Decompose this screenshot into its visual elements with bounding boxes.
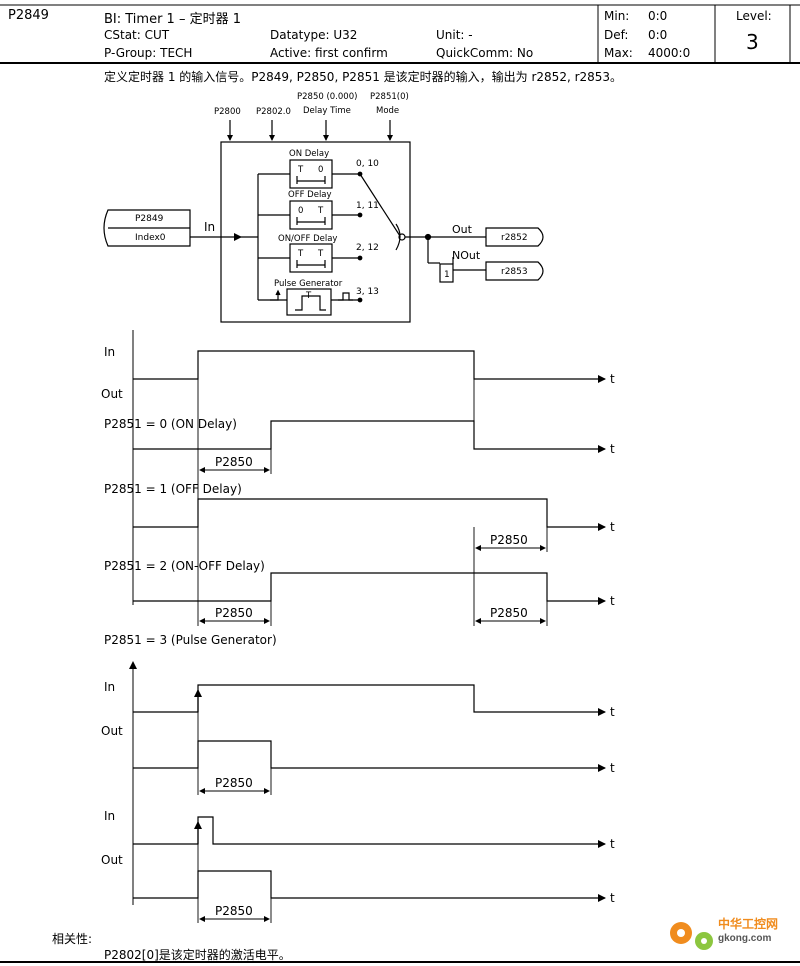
- mode1-out-signal: [133, 498, 560, 528]
- parameter-number: P2849: [8, 8, 49, 23]
- datatype: Datatype: U32: [270, 28, 358, 42]
- max-label: Max:: [604, 46, 633, 60]
- out-label: Out: [452, 223, 473, 236]
- mode2-delay-label-2: P2850: [490, 606, 528, 620]
- p2850-label: P2850 (0.000): [297, 92, 357, 102]
- mode0-delay-label: P2850: [215, 455, 253, 469]
- t-label-1: t: [610, 372, 615, 386]
- cstat: CStat: CUT: [104, 28, 170, 42]
- t-label-8: t: [610, 891, 615, 905]
- parameter-title: BI: Timer 1 – 定时器 1: [104, 12, 241, 27]
- delay-time-label: Delay Time: [303, 106, 351, 116]
- mode2-delay-label-1: P2850: [215, 606, 253, 620]
- t-label-2: t: [610, 442, 615, 456]
- onoff-delay-T2: T: [317, 249, 324, 259]
- off-delay-label: OFF Delay: [288, 190, 332, 200]
- mode3-out-2: [133, 870, 540, 899]
- not-gate: [439, 263, 454, 283]
- on-delay-T: T: [297, 165, 304, 175]
- mode3-in-short: [133, 816, 540, 845]
- mode-label: Mode: [376, 106, 399, 116]
- timing-diagrams: [0, 330, 800, 963]
- mode-switch: [359, 173, 401, 237]
- off-delay-box: [289, 200, 333, 230]
- r2853-connector: [485, 261, 544, 281]
- watermark-name: 中华工控网: [718, 916, 778, 931]
- onoff-delay-label: ON/OFF Delay: [278, 234, 337, 244]
- level-label: Level:: [736, 9, 772, 23]
- on-delay-label: ON Delay: [289, 149, 329, 159]
- input-param-label: P2849: [135, 214, 164, 224]
- in-label-3: In: [104, 809, 115, 823]
- r2853-label: r2853: [501, 267, 528, 277]
- in-signal: [133, 350, 540, 380]
- on-delay-box: [289, 159, 333, 189]
- watermark-logo: 中华工控网 gkong.com: [670, 916, 778, 950]
- mode3-in-long: [133, 684, 540, 713]
- mode-2-label: 2, 12: [356, 243, 379, 253]
- in-label-1: In: [104, 345, 115, 359]
- active: Active: first confirm: [270, 46, 388, 60]
- level-value: 3: [746, 30, 759, 54]
- header-frame: [0, 4, 800, 64]
- def-value: 0:0: [648, 28, 668, 42]
- off-delay-zero: 0: [298, 206, 303, 216]
- onoff-delay-box: [289, 243, 333, 273]
- mode-1-label: 1, 11: [356, 201, 379, 211]
- block-diagram-labels: P2800 P2802.0 P2850 (0.000) Delay Time P…: [135, 92, 528, 301]
- t-label-3: t: [610, 520, 615, 534]
- p2800-label: P2800: [214, 107, 241, 117]
- min-value: 0:0: [648, 9, 668, 23]
- unit: Unit: -: [436, 28, 473, 42]
- block-diagram: [103, 120, 544, 323]
- in-label-2: In: [104, 680, 115, 694]
- out-label-3: Out: [101, 853, 123, 867]
- mode3-delay-label-2: P2850: [215, 904, 253, 918]
- r2852-connector: [485, 227, 544, 247]
- mode1-delay-label: P2850: [490, 533, 528, 547]
- mode-0-label: 0, 10: [356, 159, 379, 169]
- t-label-6: t: [610, 761, 615, 775]
- input-index-label: Index0: [135, 233, 166, 243]
- pgroup: P-Group: TECH: [104, 46, 193, 60]
- timing-labels: In Out t P2851 = 0 (ON Delay) t P2850 P2…: [101, 345, 615, 918]
- min-label: Min:: [604, 9, 630, 23]
- mode3-delay-label-1: P2850: [215, 776, 253, 790]
- p2851-label: P2851(0): [370, 92, 409, 102]
- mode0-out-signal: [133, 420, 540, 450]
- pulse-T: T: [305, 291, 312, 301]
- quickcomm: QuickComm: No: [436, 46, 534, 60]
- dependency-label: 相关性:: [52, 932, 93, 946]
- nout-label: NOut: [452, 249, 481, 262]
- out-label-1: Out: [101, 387, 123, 401]
- mode0-title: P2851 = 0 (ON Delay): [104, 417, 237, 431]
- max-value: 4000:0: [648, 46, 691, 60]
- mode2-out-signal: [133, 572, 560, 602]
- description: 定义定时器 1 的输入信号。P2849, P2850, P2851 是该定时器的…: [104, 70, 623, 84]
- out-label-2: Out: [101, 724, 123, 738]
- t-label-5: t: [610, 705, 615, 719]
- watermark-url: gkong.com: [718, 933, 771, 944]
- input-connector: [103, 209, 191, 247]
- dependency-text: P2802[0]是该定时器的激活电平。: [104, 948, 291, 962]
- off-delay-T: T: [317, 206, 324, 216]
- mode3-out-1: [133, 740, 540, 769]
- timer-block-box: [220, 141, 411, 323]
- r2852-label: r2852: [501, 233, 528, 243]
- mode1-title: P2851 = 1 (OFF Delay): [104, 482, 242, 496]
- pulse-generator-box: [286, 288, 332, 316]
- pulse-generator-label: Pulse Generator: [274, 279, 343, 289]
- on-delay-zero: 0: [318, 165, 323, 175]
- t-label-7: t: [610, 837, 615, 851]
- def-label: Def:: [604, 28, 629, 42]
- t-label-4: t: [610, 594, 615, 608]
- p2802-label: P2802.0: [256, 107, 291, 117]
- mode2-title: P2851 = 2 (ON-OFF Delay): [104, 559, 265, 573]
- mode-3-label: 3, 13: [356, 287, 379, 297]
- mode3-title: P2851 = 3 (Pulse Generator): [104, 633, 277, 647]
- onoff-delay-T1: T: [297, 249, 304, 259]
- in-label: In: [204, 220, 215, 234]
- not-symbol: 1: [444, 270, 450, 280]
